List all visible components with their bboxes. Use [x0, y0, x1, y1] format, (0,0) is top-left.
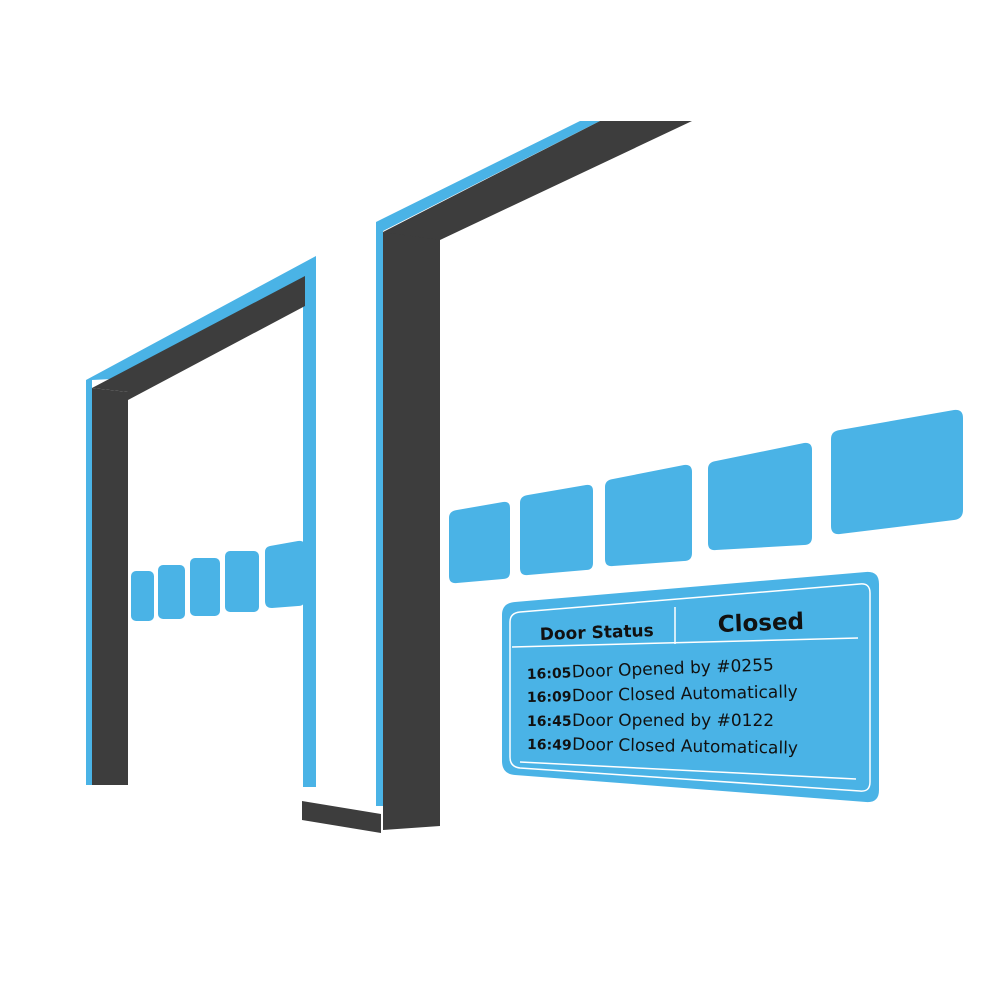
right-window-3 — [605, 464, 692, 567]
right-frame-post — [383, 232, 440, 830]
log-entry: 16:09 Door Closed Automatically — [527, 682, 798, 706]
log-entry-event: Door Opened by #0122 — [572, 711, 774, 731]
log-entry-time: 16:45 — [527, 714, 572, 730]
door-status-label: Door Status — [539, 621, 654, 645]
log-entry-event: Door Closed Automatically — [572, 682, 798, 706]
log-entry-time: 16:05 — [527, 665, 572, 683]
left-frame-header — [92, 276, 305, 400]
door-status-value: Closed — [717, 609, 804, 638]
left-window-5 — [265, 540, 305, 608]
right-window-2 — [520, 484, 593, 576]
door-status-panel: Door Status Closed 16:05 Door Opened by … — [502, 571, 879, 803]
door-bottom-threshold — [302, 801, 381, 833]
left-door-frame — [86, 256, 316, 787]
right-window-4 — [708, 442, 812, 551]
log-entry-time: 16:09 — [527, 689, 572, 706]
right-window-1 — [449, 501, 510, 584]
right-door-windows — [449, 409, 963, 584]
status-panel-header-divider — [511, 637, 859, 648]
left-window-4 — [225, 551, 259, 612]
left-window-2 — [158, 565, 185, 619]
log-entry: 16:49 Door Closed Automatically — [527, 735, 798, 759]
right-door-frame — [302, 121, 692, 833]
right-frame-header — [383, 121, 692, 246]
status-panel-inner-border — [509, 583, 871, 792]
right-window-5 — [831, 409, 963, 535]
status-panel-background — [502, 571, 879, 803]
log-entry: 16:45 Door Opened by #0122 — [527, 711, 774, 731]
left-door-windows — [131, 540, 305, 621]
left-frame-post — [92, 388, 128, 785]
left-window-3 — [190, 558, 220, 616]
log-entry-time: 16:49 — [527, 737, 572, 754]
log-entry-event: Door Closed Automatically — [572, 735, 798, 759]
status-panel-footer-line — [519, 761, 857, 780]
left-window-1 — [131, 571, 154, 621]
